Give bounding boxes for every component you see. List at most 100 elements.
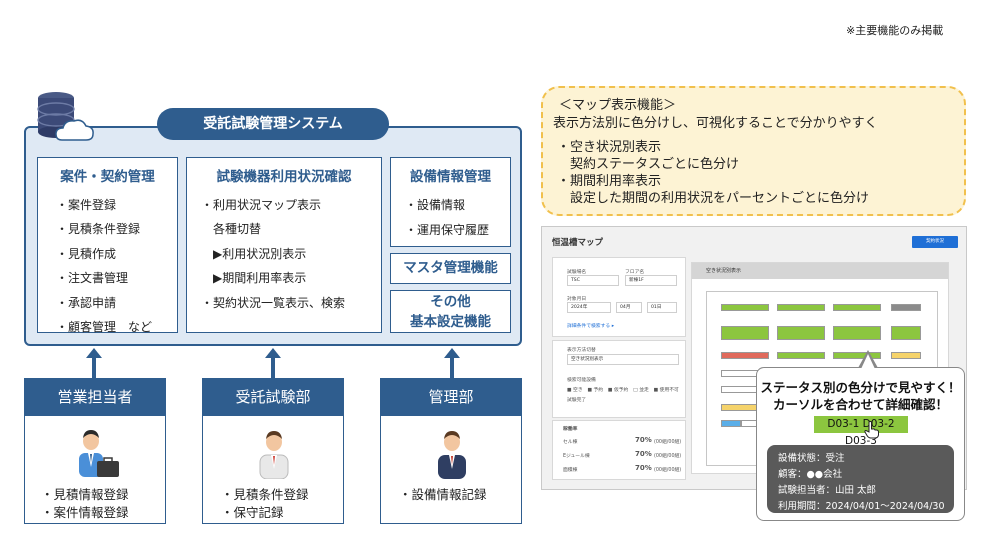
- list-item: ・保守記録: [221, 505, 284, 520]
- rate-name: 面積棟: [563, 468, 578, 473]
- list-item: ・設備情報記録: [399, 487, 487, 502]
- map-cell[interactable]: [777, 326, 825, 340]
- map-cell[interactable]: [891, 352, 921, 359]
- arrow-up-sales: [86, 348, 102, 378]
- utilization-panel: 稼働率 セル棟 70% (00組/00組) Eジュール棟 70% (00組/00…: [552, 420, 686, 480]
- contract-status-button[interactable]: 契約状況: [912, 236, 958, 248]
- dept-title: 受託試験部: [203, 379, 343, 416]
- year-select[interactable]: 2024年: [567, 302, 611, 313]
- dept-admin: 管理部 ・設備情報記録: [380, 378, 522, 524]
- callout-line2: カーソルを合わせて詳細確認！: [772, 397, 948, 412]
- rate-val: 70%: [635, 436, 652, 444]
- panel-master-management: マスタ管理機能: [390, 253, 511, 284]
- bubble-title: ＜マップ表示機能＞: [559, 98, 677, 113]
- list-item: ・承認申請: [56, 295, 117, 310]
- manager-icon: [438, 431, 466, 479]
- map-cell[interactable]: [777, 304, 825, 311]
- day-select[interactable]: 01日: [647, 302, 677, 313]
- map-cell[interactable]: [721, 304, 769, 311]
- bubble-desc: 表示方法別に色分けし、可視化することで分かりやすく: [553, 116, 878, 131]
- dept-sales: 営業担当者 ・見積情報登録 ・案件情報登録: [24, 378, 166, 524]
- callout-cell-tag[interactable]: D03-1 D03-2 D03-3: [814, 416, 908, 447]
- status-callout: ステータス別の色分けで見やすく！ カーソルを合わせて詳細確認！ D03-1 D0…: [756, 367, 965, 521]
- map-cell[interactable]: [721, 352, 769, 359]
- map-cell[interactable]: [891, 326, 921, 340]
- map-cell[interactable]: [833, 352, 881, 359]
- legend-row: ■ 空き ■ 予約 ■ 仮予約 □ 並走 ■ 使用不可: [567, 388, 679, 393]
- dept-title: 管理部: [381, 379, 521, 416]
- display-select[interactable]: 空き状況別表示: [567, 354, 679, 365]
- hand-cursor-icon: [864, 421, 879, 439]
- month-select[interactable]: 04月: [616, 302, 642, 313]
- rate-name: セル棟: [563, 440, 578, 445]
- info-line: 試験担当者：山田 太郎: [778, 485, 877, 496]
- panel-title: マスタ管理機能: [403, 260, 498, 276]
- panel-title: 案件・契約管理: [60, 169, 155, 185]
- map-cell[interactable]: [721, 420, 741, 427]
- bubble-line: ・空き状況別表示: [557, 140, 662, 155]
- list-item: ・注文書管理: [56, 271, 129, 286]
- list-item: ・見積作成: [56, 246, 117, 261]
- dept-testing: 受託試験部 ・見積条件登録 ・保守記録: [202, 378, 344, 524]
- rate-val: 70%: [635, 464, 652, 472]
- list-item: ▶利用状況別表示: [201, 246, 307, 261]
- list-item: ・案件情報登録: [41, 505, 129, 520]
- map-header: 空き状況別表示: [692, 263, 948, 279]
- note-text: ※主要機能のみ掲載: [846, 24, 944, 37]
- filter-panel: 試験場名 フロア名 TSC 新棟1F 対象月日 2024年 04月 01日 詳細…: [552, 257, 686, 337]
- salesperson-icon: [79, 430, 119, 477]
- list-item: ・見積情報登録: [41, 487, 129, 502]
- list-item: ・顧客管理 など: [56, 319, 153, 334]
- panel-equipment-usage: 試験機器利用状況確認 ・利用状況マップ表示 各種切替 ▶利用状況別表示 ▶期間利…: [186, 157, 382, 333]
- floor-select[interactable]: 新棟1F: [625, 275, 677, 286]
- info-line: 設備状態：受注: [778, 453, 845, 464]
- site-select[interactable]: TSC: [567, 275, 619, 286]
- rate-name: Eジュール棟: [563, 454, 590, 459]
- list-item: ・見積条件登録: [221, 487, 309, 502]
- rate-val: 70%: [635, 450, 652, 458]
- map-cell[interactable]: [833, 326, 881, 340]
- screen-title: 恒温槽マップ: [552, 238, 604, 248]
- list-item: ・利用状況マップ表示: [201, 198, 322, 212]
- list-item: 各種切替: [201, 222, 262, 237]
- info-line: 利用期間：2024/04/01～2024/04/30: [778, 501, 945, 512]
- list-item: ・見積条件登録: [56, 222, 141, 237]
- rate-sub: (00組/00組): [654, 440, 682, 445]
- rate-sub: (00組/00組): [654, 454, 682, 459]
- bubble-line: 契約ステータスごとに色分け: [557, 157, 740, 172]
- label-date: 対象月日: [567, 297, 587, 302]
- panel-title-line2: 基本設定機能: [410, 314, 491, 330]
- callout-pointer-inner: [861, 354, 875, 369]
- map-cell[interactable]: [891, 304, 921, 311]
- list-item: ・契約状況一覧表示、検索: [201, 295, 346, 310]
- legend-top: 検索可能設備: [567, 378, 596, 383]
- bubble-line: 設定した期間の利用状況をパーセントごとに色分け: [557, 191, 870, 206]
- panel-title: 試験機器利用状況確認: [216, 169, 352, 185]
- database-cloud-icon: [37, 92, 94, 141]
- panel-other-settings: その他 基本設定機能: [390, 290, 511, 333]
- map-cell[interactable]: [833, 304, 881, 311]
- list-item: ・設備情報: [405, 198, 466, 212]
- rate-head: 稼働率: [563, 427, 578, 432]
- list-item: ・案件登録: [56, 198, 117, 212]
- display-panel: 表示方法切替 空き状況別表示 検索可能設備 ■ 空き ■ 予約 ■ 仮予約 □ …: [552, 340, 686, 418]
- tooltip-info: 設備状態：受注 顧客：●●会社 試験担当者：山田 太郎 利用期間：2024/04…: [767, 445, 954, 513]
- callout-line1: ステータス別の色分けで見やすく！: [760, 380, 961, 395]
- panel-title-line1: その他: [430, 294, 471, 310]
- dept-title: 営業担当者: [25, 379, 165, 416]
- system-title: 受託試験管理システム: [157, 108, 389, 140]
- label-floor: フロア名: [625, 270, 645, 275]
- panel-facility-info: 設備情報管理 ・設備情報 ・運用保守履歴: [390, 157, 511, 247]
- panel-title: 設備情報管理: [410, 169, 491, 185]
- label-display-method: 表示方法切替: [567, 348, 596, 353]
- info-line: 顧客：●●会社: [778, 469, 843, 480]
- staff-icon: [259, 431, 289, 479]
- map-feature-bubble: ＜マップ表示機能＞ 表示方法別に色分けし、可視化することで分かりやすく ・空き状…: [541, 86, 966, 216]
- arrow-up-testing: [265, 348, 281, 378]
- detail-search-link[interactable]: 詳細条件で検索する ▸: [567, 324, 615, 329]
- arrow-up-admin: [444, 348, 460, 378]
- list-item: ▶期間利用率表示: [201, 271, 307, 286]
- legend-sub: 試験完了: [567, 398, 587, 403]
- map-cell[interactable]: [721, 326, 769, 340]
- map-cell[interactable]: [777, 352, 825, 359]
